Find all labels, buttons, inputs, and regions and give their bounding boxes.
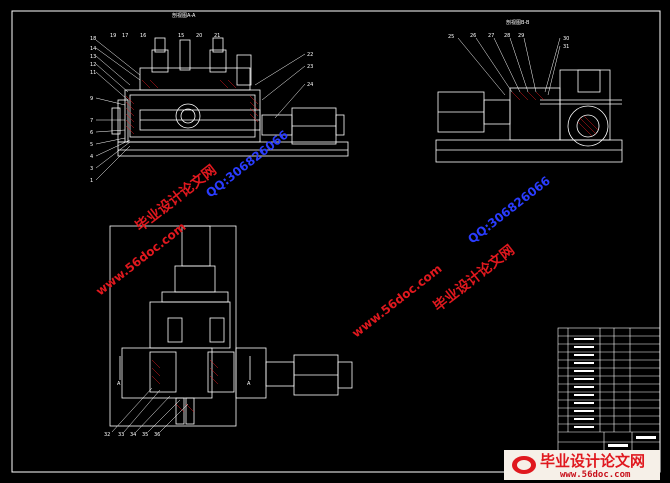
callout: 5 bbox=[90, 142, 93, 148]
section-mark: A bbox=[247, 381, 251, 387]
callout: 15 bbox=[178, 33, 184, 39]
callout: 32 bbox=[104, 432, 110, 438]
callout: 25 bbox=[448, 34, 454, 40]
title-block-fill bbox=[574, 338, 656, 447]
callout: 28 bbox=[504, 33, 510, 39]
callout: 36 bbox=[154, 432, 160, 438]
callout: 30 bbox=[563, 36, 569, 42]
watermark-right: 毕业设计论文网 QQ:306826066 www.56doc.com bbox=[349, 174, 553, 341]
brand-emblem-inner bbox=[517, 460, 531, 470]
callout: 12 bbox=[90, 62, 96, 68]
callout: 35 bbox=[142, 432, 148, 438]
section-title-left: 剖视图A-A bbox=[172, 12, 196, 19]
callout: 13 bbox=[90, 54, 96, 60]
callout: 4 bbox=[90, 154, 93, 160]
callout: 29 bbox=[518, 33, 524, 39]
watermark-cn: 毕业设计论文网 bbox=[430, 241, 518, 315]
callout: 1 bbox=[90, 178, 93, 184]
callout: 21 bbox=[214, 33, 220, 39]
callout: 16 bbox=[140, 33, 146, 39]
left-hatching bbox=[125, 79, 259, 135]
callout: 27 bbox=[488, 33, 494, 39]
plan-leaders bbox=[111, 387, 189, 433]
callout: 3 bbox=[90, 166, 93, 172]
callout: 9 bbox=[90, 96, 93, 102]
callout: 6 bbox=[90, 130, 93, 136]
brand-logo: 毕业设计论文网 www.56doc.com bbox=[504, 450, 660, 480]
callout: 17 bbox=[122, 33, 128, 39]
callout: 11 bbox=[90, 70, 96, 76]
watermark-qq: QQ:306826066 bbox=[203, 128, 291, 201]
callout: 33 bbox=[118, 432, 124, 438]
callout: 31 bbox=[563, 44, 569, 50]
plan-labels: 32 33 34 35 36 A A bbox=[104, 381, 251, 438]
callout: 14 bbox=[90, 46, 96, 52]
right-section-view bbox=[435, 69, 623, 163]
right-leaders bbox=[457, 37, 561, 96]
watermark-qq: QQ:306826066 bbox=[465, 174, 553, 247]
right-hatching bbox=[511, 91, 599, 137]
plan-view bbox=[109, 225, 353, 427]
callout: 23 bbox=[307, 64, 313, 70]
brand-name: 毕业设计论文网 bbox=[540, 452, 645, 470]
drawing-frame bbox=[11, 10, 661, 473]
callout: 18 bbox=[90, 36, 96, 42]
callout: 24 bbox=[307, 82, 313, 88]
section-mark: A bbox=[117, 381, 121, 387]
callout: 26 bbox=[470, 33, 476, 39]
plan-hatching bbox=[151, 359, 219, 413]
left-section-view bbox=[111, 37, 349, 157]
section-title-right: 剖视图B-B bbox=[506, 19, 530, 26]
callout: 34 bbox=[130, 432, 136, 438]
left-leaders bbox=[95, 39, 306, 181]
callout: 20 bbox=[196, 33, 202, 39]
callout: 22 bbox=[307, 52, 313, 58]
right-callout-labels: 25 26 27 28 29 30 31 bbox=[448, 33, 569, 50]
watermark-url: www.56doc.com bbox=[349, 262, 444, 341]
brand-url: www.56doc.com bbox=[560, 470, 631, 480]
callout: 7 bbox=[90, 118, 93, 124]
left-callout-labels: 18 19 17 16 15 20 21 14 13 12 11 9 7 6 5… bbox=[90, 33, 313, 184]
callout: 19 bbox=[110, 33, 116, 39]
